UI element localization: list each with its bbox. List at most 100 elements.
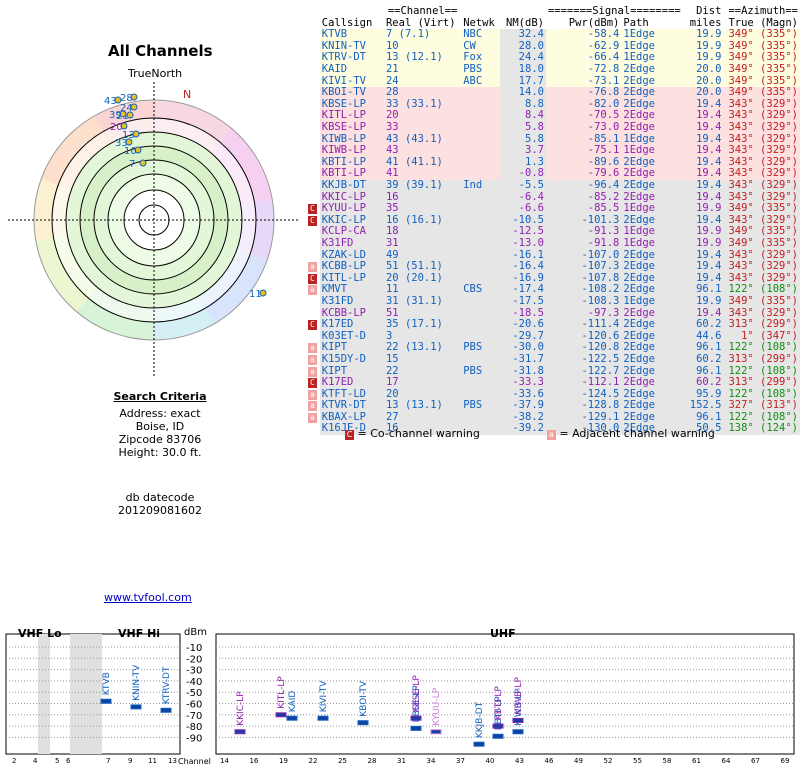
cell-netwk (461, 261, 500, 273)
cell-azimuth: 343° (329°) (728, 132, 798, 145)
cell-path: 2Edge (623, 329, 655, 342)
cell-channel: 31 (31.1) (385, 294, 443, 307)
station-label: KBSE-LP (412, 675, 422, 713)
cell-nm: 3.7 (499, 145, 546, 157)
col-real: Real (385, 16, 412, 29)
warn-badge (305, 75, 320, 88)
cell-channel: 41 (385, 167, 399, 180)
cell-channel: 21 (385, 63, 399, 76)
cell-path: 2Edge (623, 260, 655, 273)
cell-netwk: CBS (463, 283, 483, 296)
cell-azimuth: 349° (335°) (728, 86, 798, 99)
warn-badge (305, 307, 320, 320)
radar-point (119, 110, 127, 118)
col-channel: Real (Virt) (384, 16, 461, 30)
cell-channel: 16 (16.1) (385, 213, 443, 226)
col-pwr: Pwr(dBm) (568, 16, 620, 29)
cell-path: 2Edge (623, 190, 655, 203)
cell-netwk (461, 122, 500, 134)
radar-point (130, 93, 138, 101)
y-tick: -30 (186, 666, 202, 677)
cell-callsign: KNIN-TV (321, 39, 367, 52)
adjacent-channel-badge: a (307, 262, 317, 273)
radar-point (134, 146, 142, 154)
cell-pwr: -122.5 (581, 352, 620, 365)
adjacent-channel-badge: a (307, 343, 317, 354)
cell-nm: -17.5 (499, 295, 546, 308)
co-channel-badge: C (307, 204, 317, 215)
cell-channel: 20 (385, 109, 399, 122)
cell-channel: 18 (385, 225, 399, 238)
group-dist: Dist (696, 5, 722, 18)
warn-badge: a (305, 284, 320, 296)
station-bar (492, 723, 504, 729)
cell-path: 2Edge (623, 74, 655, 87)
cell-pwr: -82.0 (587, 97, 620, 110)
cell-azimuth: 349° (335°) (728, 63, 798, 76)
cell-pwr: -108.2 (581, 283, 620, 296)
warn-badge (305, 226, 320, 238)
cell-path: 1Edge (623, 28, 655, 41)
cell-channel: 11 (385, 283, 399, 296)
cell-pwr: -97.3 (587, 306, 620, 319)
site-link[interactable]: www.tvfool.com (104, 591, 192, 604)
warn-badge (305, 249, 320, 262)
cell-azimuth: 349° (335°) (728, 225, 798, 238)
station-label: KAID (288, 691, 298, 713)
station-label: KBSE-LP (412, 685, 422, 723)
cell-dist: 19.4 (696, 144, 722, 157)
y-tick: -80 (186, 722, 202, 733)
station-label: KBTI-LP (494, 696, 504, 730)
cell-nm: 24.4 (499, 52, 546, 64)
cell-dist: 19.4 (696, 132, 722, 145)
cell-pwr: -76.8 (587, 86, 620, 99)
cell-nm: 5.8 (499, 122, 546, 134)
group-channel: ==Channel== (387, 5, 458, 18)
cell-netwk (461, 296, 500, 308)
uhf-channel-tick: 55 (633, 757, 642, 765)
cell-azimuth: 349° (335°) (728, 28, 798, 41)
cell-path: 2Edge (623, 341, 655, 354)
warn-badge (305, 423, 320, 435)
cell-callsign: KMVT (321, 283, 348, 296)
cell-channel: 22 (385, 364, 399, 377)
cell-path: 2Edge (623, 399, 655, 412)
cell-channel: 51 (51.1) (385, 260, 443, 273)
